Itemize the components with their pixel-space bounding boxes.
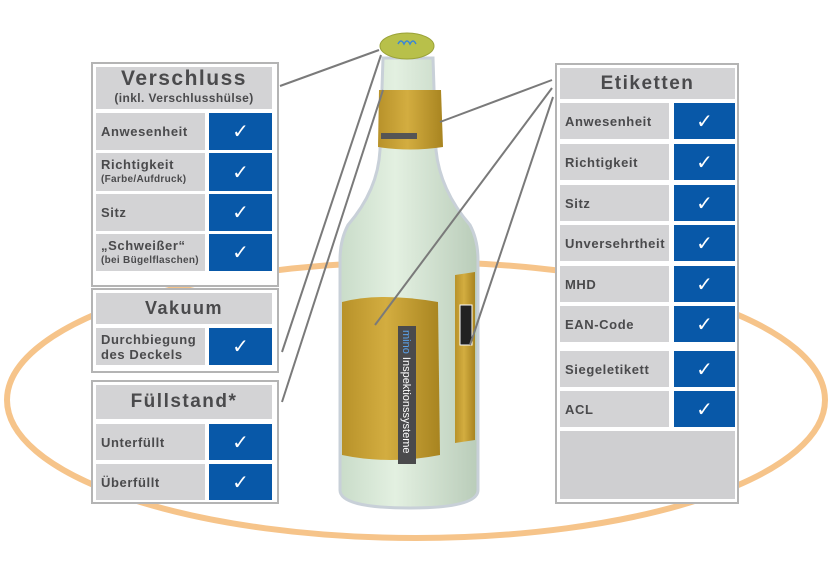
empty-cell <box>560 431 735 499</box>
etiketten-row-label: Anwesenheit <box>560 103 669 139</box>
etiketten-row-label: Siegeletikett <box>560 351 669 387</box>
etiketten-title: Etiketten <box>560 68 735 99</box>
checkmark-icon: ✓ <box>674 103 735 139</box>
bottle-cap <box>379 32 435 60</box>
checkmark-icon: ✓ <box>209 113 272 150</box>
checkmark-icon: ✓ <box>674 306 735 342</box>
verschluss-title-text: Verschluss <box>121 67 247 90</box>
etiketten-row-label: EAN-Code <box>560 306 669 342</box>
checkmark-icon: ✓ <box>209 194 272 231</box>
neck-label <box>378 90 443 150</box>
checkmark-icon: ✓ <box>674 266 735 302</box>
verschluss-panel: Verschluss (inkl. Verschlusshülse) Anwes… <box>91 62 279 287</box>
etiketten-row-label: ACL <box>560 391 669 427</box>
logo-panel <box>398 326 416 464</box>
checkmark-icon: ✓ <box>674 225 735 261</box>
neck-label-stripe <box>381 133 417 139</box>
verschluss-title: Verschluss (inkl. Verschlusshülse) <box>96 67 272 109</box>
verschluss-row-label: „Schweißer“(bei Bügelflaschen) <box>96 234 205 271</box>
etiketten-row-label: Unversehrtheit <box>560 225 669 261</box>
verschluss-row-label: Sitz <box>96 194 205 231</box>
fuellstand-row-label: Überfüllt <box>96 464 205 500</box>
etiketten-panel: Etiketten Anwesenheit✓Richtigkeit✓Sitz✓U… <box>555 63 739 504</box>
vakuum-title: Vakuum <box>96 293 272 324</box>
cap-logo-icon <box>397 40 417 46</box>
checkmark-icon: ✓ <box>674 185 735 221</box>
checkmark-icon: ✓ <box>209 234 272 271</box>
etiketten-row-label: MHD <box>560 266 669 302</box>
fuellstand-row-label: Unterfüllt <box>96 424 205 460</box>
checkmark-icon: ✓ <box>209 464 272 500</box>
checkmark-icon: ✓ <box>209 153 272 191</box>
verschluss-row-label: Richtigkeit(Farbe/Aufdruck) <box>96 153 205 191</box>
verschluss-subtitle: (inkl. Verschlusshülse) <box>114 91 254 105</box>
etiketten-row-label: Sitz <box>560 185 669 221</box>
back-label <box>455 272 475 443</box>
qr-code <box>459 304 473 346</box>
body-label <box>342 297 440 460</box>
checkmark-icon: ✓ <box>209 328 272 365</box>
etiketten-row-label: Richtigkeit <box>560 144 669 180</box>
fuellstand-panel: Füllstand* Unterfüllt ✓ Überfüllt ✓ <box>91 380 279 504</box>
checkmark-icon: ✓ <box>209 424 272 460</box>
checkmark-icon: ✓ <box>674 144 735 180</box>
pointer-lines <box>279 49 554 403</box>
fuellstand-title: Füllstand* <box>96 385 272 419</box>
checkmark-icon: ✓ <box>674 351 735 387</box>
logo-text: mino Inspektionssysteme <box>400 330 412 454</box>
verschluss-row-label: Anwesenheit <box>96 113 205 150</box>
checkmark-icon: ✓ <box>674 391 735 427</box>
